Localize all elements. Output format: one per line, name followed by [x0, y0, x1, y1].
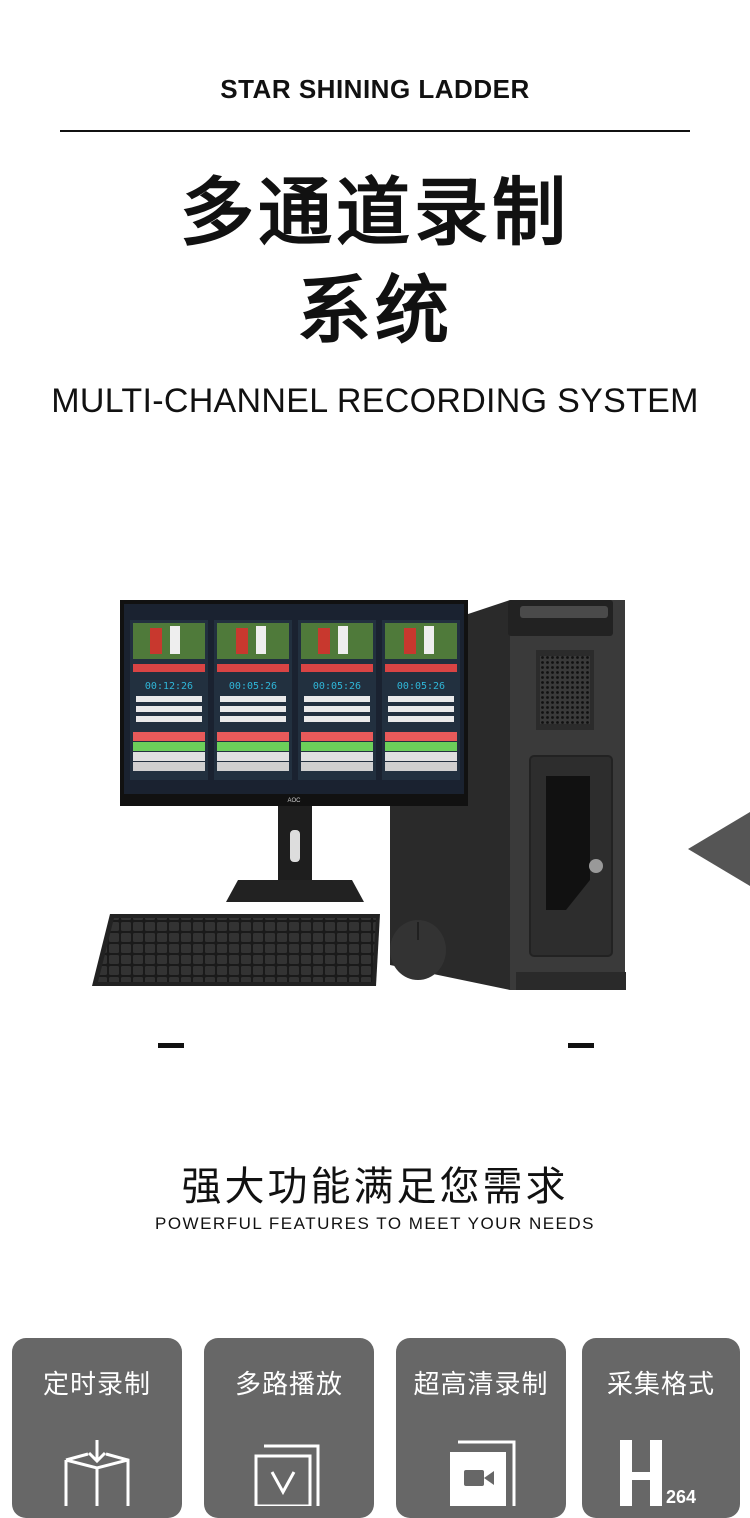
dash-mark-right: [568, 1043, 594, 1048]
channel-timer-3: 00:05:26: [313, 681, 361, 692]
monitor-brand: AOC: [287, 798, 301, 804]
mouse: [390, 920, 446, 980]
header-divider: [60, 130, 690, 132]
feature-card-label: 定时录制: [42, 1369, 151, 1399]
screen-panels: 00:12:26 00:05:26: [130, 620, 460, 780]
channel-timer-2: 00:05:26: [229, 681, 277, 692]
main-title-line2: 系统: [297, 269, 453, 352]
stacked-windows-icon: [254, 1444, 320, 1506]
brand-name: STAR SHINING LADDER: [220, 74, 530, 104]
features-heading: 强大功能满足您需求: [181, 1165, 569, 1209]
features-subheading: POWERFUL FEATURES TO MEET YOUR NEEDS: [154, 1214, 596, 1233]
feature-card-scheduled-recording[interactable]: 定时录制: [12, 1338, 182, 1518]
h264-format-icon: 264: [616, 1436, 706, 1506]
dash-mark-left: [158, 1043, 184, 1048]
monitor-stand: [226, 802, 364, 902]
lock-icon: [589, 859, 603, 873]
feature-card-label: 多路播放: [234, 1369, 343, 1399]
feature-card-capture-format[interactable]: 采集格式 264: [582, 1338, 740, 1518]
channel-timer-1: 00:12:26: [145, 681, 193, 692]
feature-card-label: 超高清录制: [413, 1369, 549, 1399]
pc-tower: [390, 600, 626, 990]
feature-card-label: 采集格式: [606, 1369, 715, 1399]
channel-timer-4: 00:05:26: [397, 681, 445, 692]
side-triangle-decoration: [688, 812, 750, 886]
video-camera-icon: [450, 1440, 516, 1506]
h264-label: 264: [666, 1487, 697, 1507]
product-image: AOC 00:12:26 00:05:26: [92, 600, 626, 990]
main-title-english: MULTI-CHANNEL RECORDING SYSTEM: [51, 382, 699, 420]
feature-card-uhd-recording[interactable]: 超高清录制: [396, 1338, 566, 1518]
box-download-icon: [64, 1440, 130, 1506]
keyboard: [92, 914, 380, 986]
main-title-line1: 多通道录制: [180, 171, 570, 254]
feature-card-multi-playback[interactable]: 多路播放: [204, 1338, 374, 1518]
